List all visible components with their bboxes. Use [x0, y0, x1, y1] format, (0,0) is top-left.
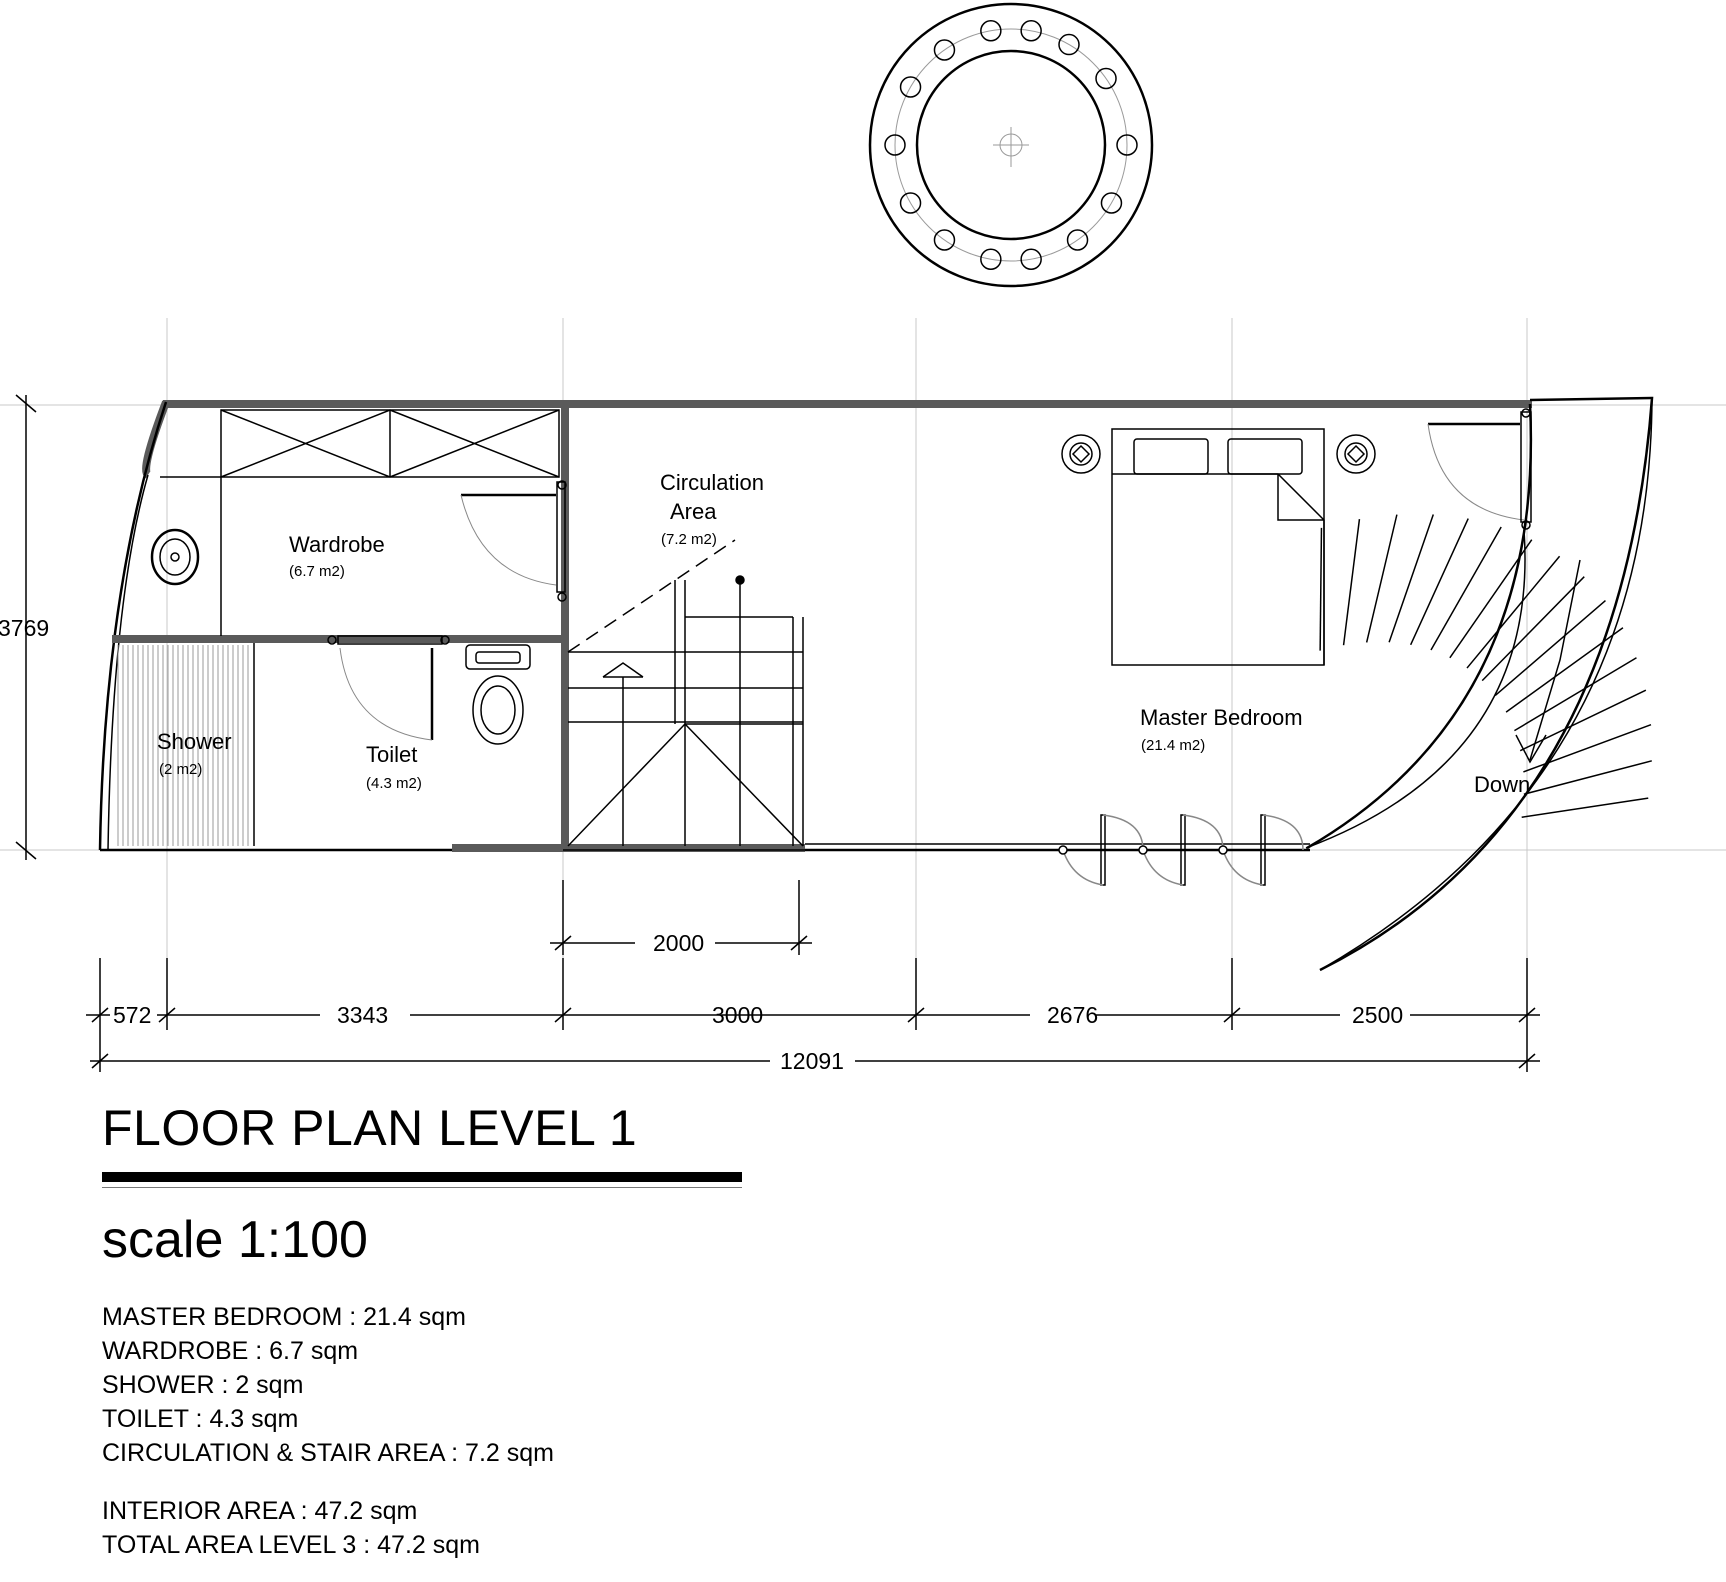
circulation-area: (7.2 m2) [661, 531, 717, 548]
area-row: SHOWER : 2 sqm [102, 1371, 304, 1399]
toilet-door [327, 635, 450, 741]
dim-stair-width: 2000 [653, 930, 704, 956]
chair [884, 134, 906, 156]
circulation-label-1: Circulation [660, 470, 764, 495]
stair-down-label: Down [1474, 772, 1530, 797]
spiral-stair [1305, 397, 1653, 971]
shower-floor-hatch [117, 645, 249, 846]
chair [1095, 67, 1117, 90]
round-dining-table [868, 2, 1154, 288]
area-total-row: INTERIOR AREA : 47.2 sqm [102, 1497, 418, 1525]
dim-segment-5: 2500 [1352, 1002, 1403, 1028]
chair [1020, 20, 1042, 42]
double-bed [1111, 428, 1325, 666]
chair [980, 20, 1002, 42]
chair [933, 39, 956, 61]
shower-area: (2 m2) [159, 761, 202, 778]
interior-walls [112, 404, 805, 851]
nightstand-right [1336, 434, 1376, 474]
wardrobe-area: (6.7 m2) [289, 563, 345, 580]
chair [899, 192, 922, 214]
floor-plan-drawing: Wardrobe (6.7 m2) Circulation Area (7.2 … [0, 2, 1726, 1074]
area-total-row: TOTAL AREA LEVEL 3 : 47.2 sqm [102, 1531, 480, 1559]
plan-title: FLOOR PLAN LEVEL 1 [102, 1100, 638, 1156]
chair [1020, 248, 1042, 270]
scale-label: scale 1:100 [102, 1211, 368, 1269]
dim-height: 3769 [0, 615, 49, 641]
toilet-label: Toilet [366, 742, 417, 767]
dim-segment-1: 572 [113, 1002, 151, 1028]
area-row: TOILET : 4.3 sqm [102, 1405, 299, 1433]
area-row: WARDROBE : 6.7 sqm [102, 1337, 359, 1365]
dimension-lines [15, 394, 1540, 1072]
area-row: CIRCULATION & STAIR AREA : 7.2 sqm [102, 1439, 554, 1467]
exterior-walls [98, 396, 1654, 972]
title-block: FLOOR PLAN LEVEL 1 scale 1:100 MASTER BE… [102, 1100, 742, 1562]
toilet-fixture [465, 644, 531, 745]
wardrobe-cabinets [160, 409, 560, 636]
chair [933, 229, 956, 251]
title-underline-thick [102, 1172, 742, 1182]
shower-label: Shower [157, 729, 232, 754]
area-schedule: MASTER BEDROOM : 21.4 sqm WARDROBE : 6.7… [102, 1300, 742, 1562]
master-bedroom-area: (21.4 m2) [1141, 737, 1205, 754]
washbasin [150, 528, 200, 586]
nightstand-left [1061, 434, 1101, 474]
chair [1058, 33, 1080, 56]
circulation-label-2: Area [670, 499, 717, 524]
chair [1116, 134, 1138, 156]
balcony-door [1427, 408, 1532, 530]
wardrobe-label: Wardrobe [289, 532, 385, 557]
dim-total: 12091 [780, 1048, 844, 1074]
chair [899, 76, 922, 98]
area-row: MASTER BEDROOM : 21.4 sqm [102, 1303, 466, 1331]
title-underline-thin [102, 1187, 742, 1188]
master-bedroom-label: Master Bedroom [1140, 705, 1303, 730]
chair [980, 248, 1002, 270]
dim-segment-4: 2676 [1047, 1002, 1098, 1028]
folding-doors [1058, 814, 1304, 886]
chair [1100, 192, 1123, 214]
toilet-area: (4.3 m2) [366, 775, 422, 792]
dim-segment-3: 3000 [712, 1002, 763, 1028]
chair [1066, 229, 1089, 251]
dim-segment-2: 3343 [337, 1002, 388, 1028]
internal-stair [567, 539, 804, 847]
grid-lines [0, 318, 1726, 1010]
wardrobe-door [460, 480, 567, 602]
